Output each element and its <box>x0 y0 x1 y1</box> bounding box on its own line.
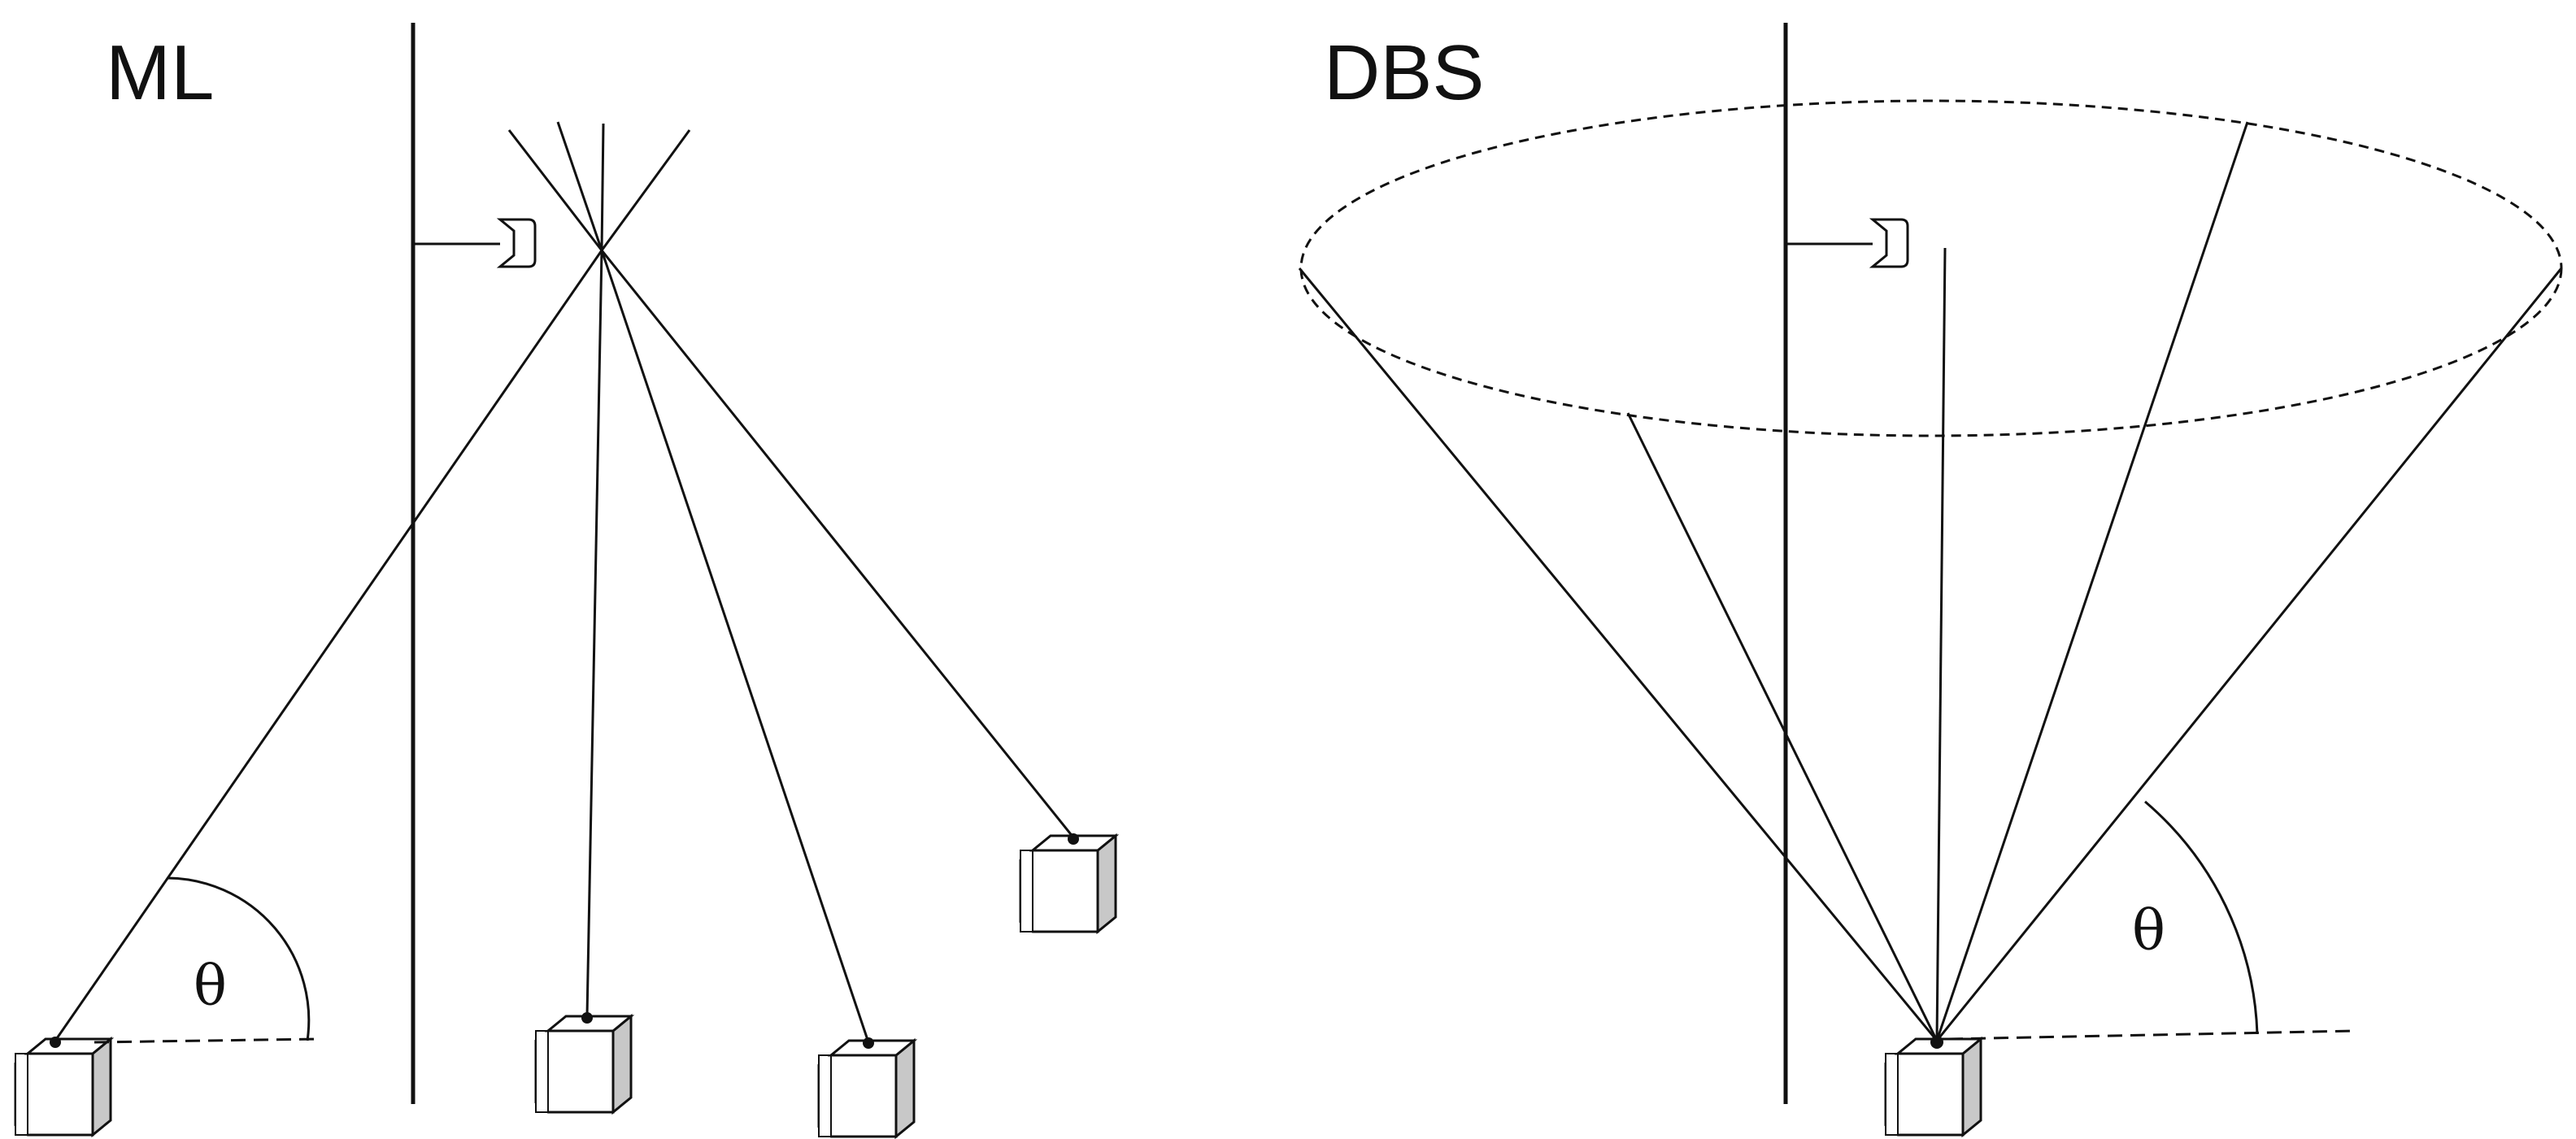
dbs-instrument <box>1884 1037 1982 1137</box>
dbs-beam-2 <box>1626 412 1939 1041</box>
ml-instrument-4 <box>1019 834 1117 933</box>
dbs-beam-1 <box>1298 267 1939 1041</box>
ml-instrument-2-aperture <box>581 1012 593 1024</box>
dbs-angle-arc <box>2144 800 2259 1035</box>
ml-horizontal-reference <box>94 1037 320 1044</box>
ml-beam-ext-3 <box>600 123 605 251</box>
ml-beam-1 <box>54 250 603 1041</box>
dbs-scan-cone <box>1299 99 2563 437</box>
ml-theta-label: θ <box>194 954 227 1019</box>
ml-angle-arc <box>167 876 311 1041</box>
dbs-panel: DBS θ <box>1298 23 2563 1137</box>
ml-title: ML <box>106 29 214 116</box>
ml-instrument-1 <box>14 1037 112 1137</box>
dbs-lidar-sensor <box>1869 218 1909 268</box>
dbs-title: DBS <box>1324 29 1484 116</box>
dbs-horizontal-reference <box>1947 1029 2355 1041</box>
ml-beam-ext-1 <box>507 129 603 251</box>
ml-lidar-sensor <box>496 218 537 268</box>
ml-instrument-3-aperture <box>863 1037 874 1049</box>
dbs-beam-3 <box>1935 247 1947 1041</box>
ml-beam-3 <box>600 250 870 1043</box>
ml-instrument-2 <box>534 1015 633 1114</box>
ml-panel: ML θ <box>14 23 1117 1138</box>
ml-beam-ext-2 <box>556 121 603 251</box>
ml-beams <box>54 121 1075 1043</box>
dbs-beam-4 <box>1935 121 2249 1041</box>
dbs-beams <box>1298 121 2563 1041</box>
ml-beam-4 <box>600 250 1075 838</box>
ml-instrument-3 <box>817 1039 916 1138</box>
ml-beam-2 <box>585 250 603 1017</box>
ml-beam-ext-4 <box>600 129 691 251</box>
dbs-theta-label: θ <box>2132 899 2165 963</box>
ml-instrument-1-aperture <box>50 1037 61 1048</box>
dbs-instrument-aperture <box>1930 1036 1943 1049</box>
ml-instrument-4-aperture <box>1068 833 1079 845</box>
dbs-beam-5 <box>1935 267 2563 1041</box>
